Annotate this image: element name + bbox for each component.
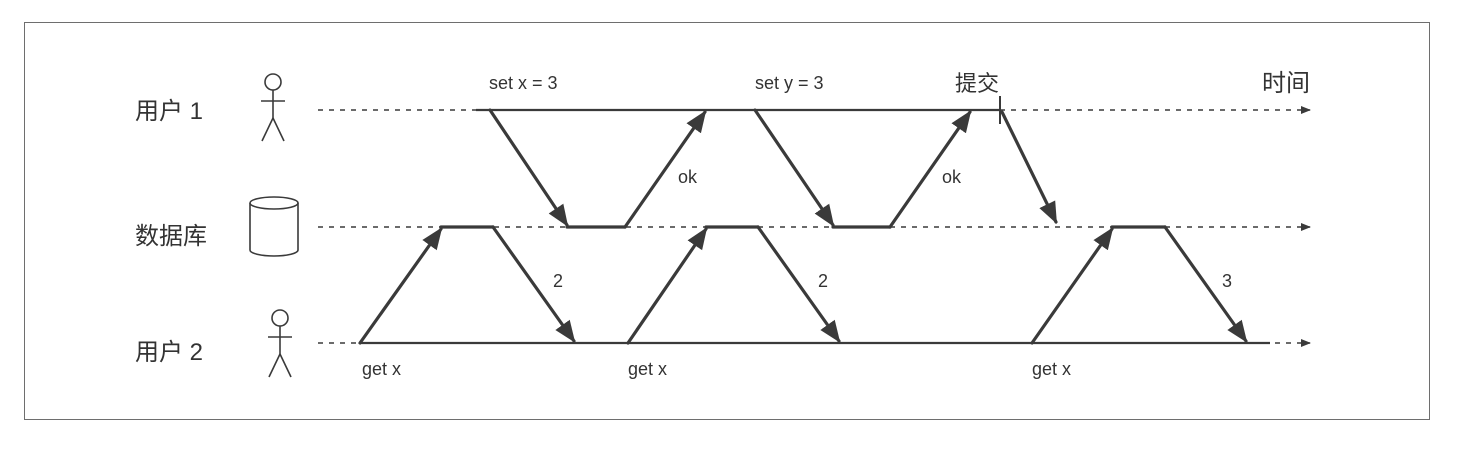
label-ok-2: ok — [942, 167, 962, 187]
arrow-get-x-2-response — [756, 225, 841, 343]
label-result-3: 3 — [1222, 271, 1232, 291]
diagram-frame — [24, 22, 1430, 420]
user2-person-icon — [268, 309, 292, 378]
label-set-x: set x = 3 — [489, 73, 558, 93]
arrow-get-x-3-response — [1163, 225, 1248, 343]
arrow-get-x-1-response — [491, 225, 576, 343]
label-result-2: 2 — [818, 271, 828, 291]
label-set-y: set y = 3 — [755, 73, 824, 93]
label-get-x-2: get x — [628, 359, 667, 379]
arrow-set-y-request — [753, 108, 835, 227]
user1-person-icon — [261, 73, 285, 142]
arrow-set-x-ok — [623, 110, 707, 229]
label-time: 时间 — [1262, 70, 1310, 97]
arrow-get-x-3-request — [1030, 227, 1114, 345]
actor-label-user1: 用户 1 — [135, 98, 203, 125]
arrow-get-x-1-request — [358, 227, 443, 345]
label-ok-1: ok — [678, 167, 698, 187]
actor-label-database: 数据库 — [135, 223, 207, 250]
label-result-1: 2 — [553, 271, 563, 291]
arrow-set-y-ok — [888, 110, 972, 229]
label-commit: 提交 — [955, 71, 999, 96]
actor-label-user2: 用户 2 — [135, 339, 203, 366]
arrow-set-x-request — [488, 108, 569, 227]
database-cylinder-icon — [249, 196, 299, 257]
arrow-commit — [1000, 110, 1058, 224]
label-get-x-3: get x — [1032, 359, 1071, 379]
label-get-x-1: get x — [362, 359, 401, 379]
arrow-get-x-2-request — [626, 227, 708, 345]
